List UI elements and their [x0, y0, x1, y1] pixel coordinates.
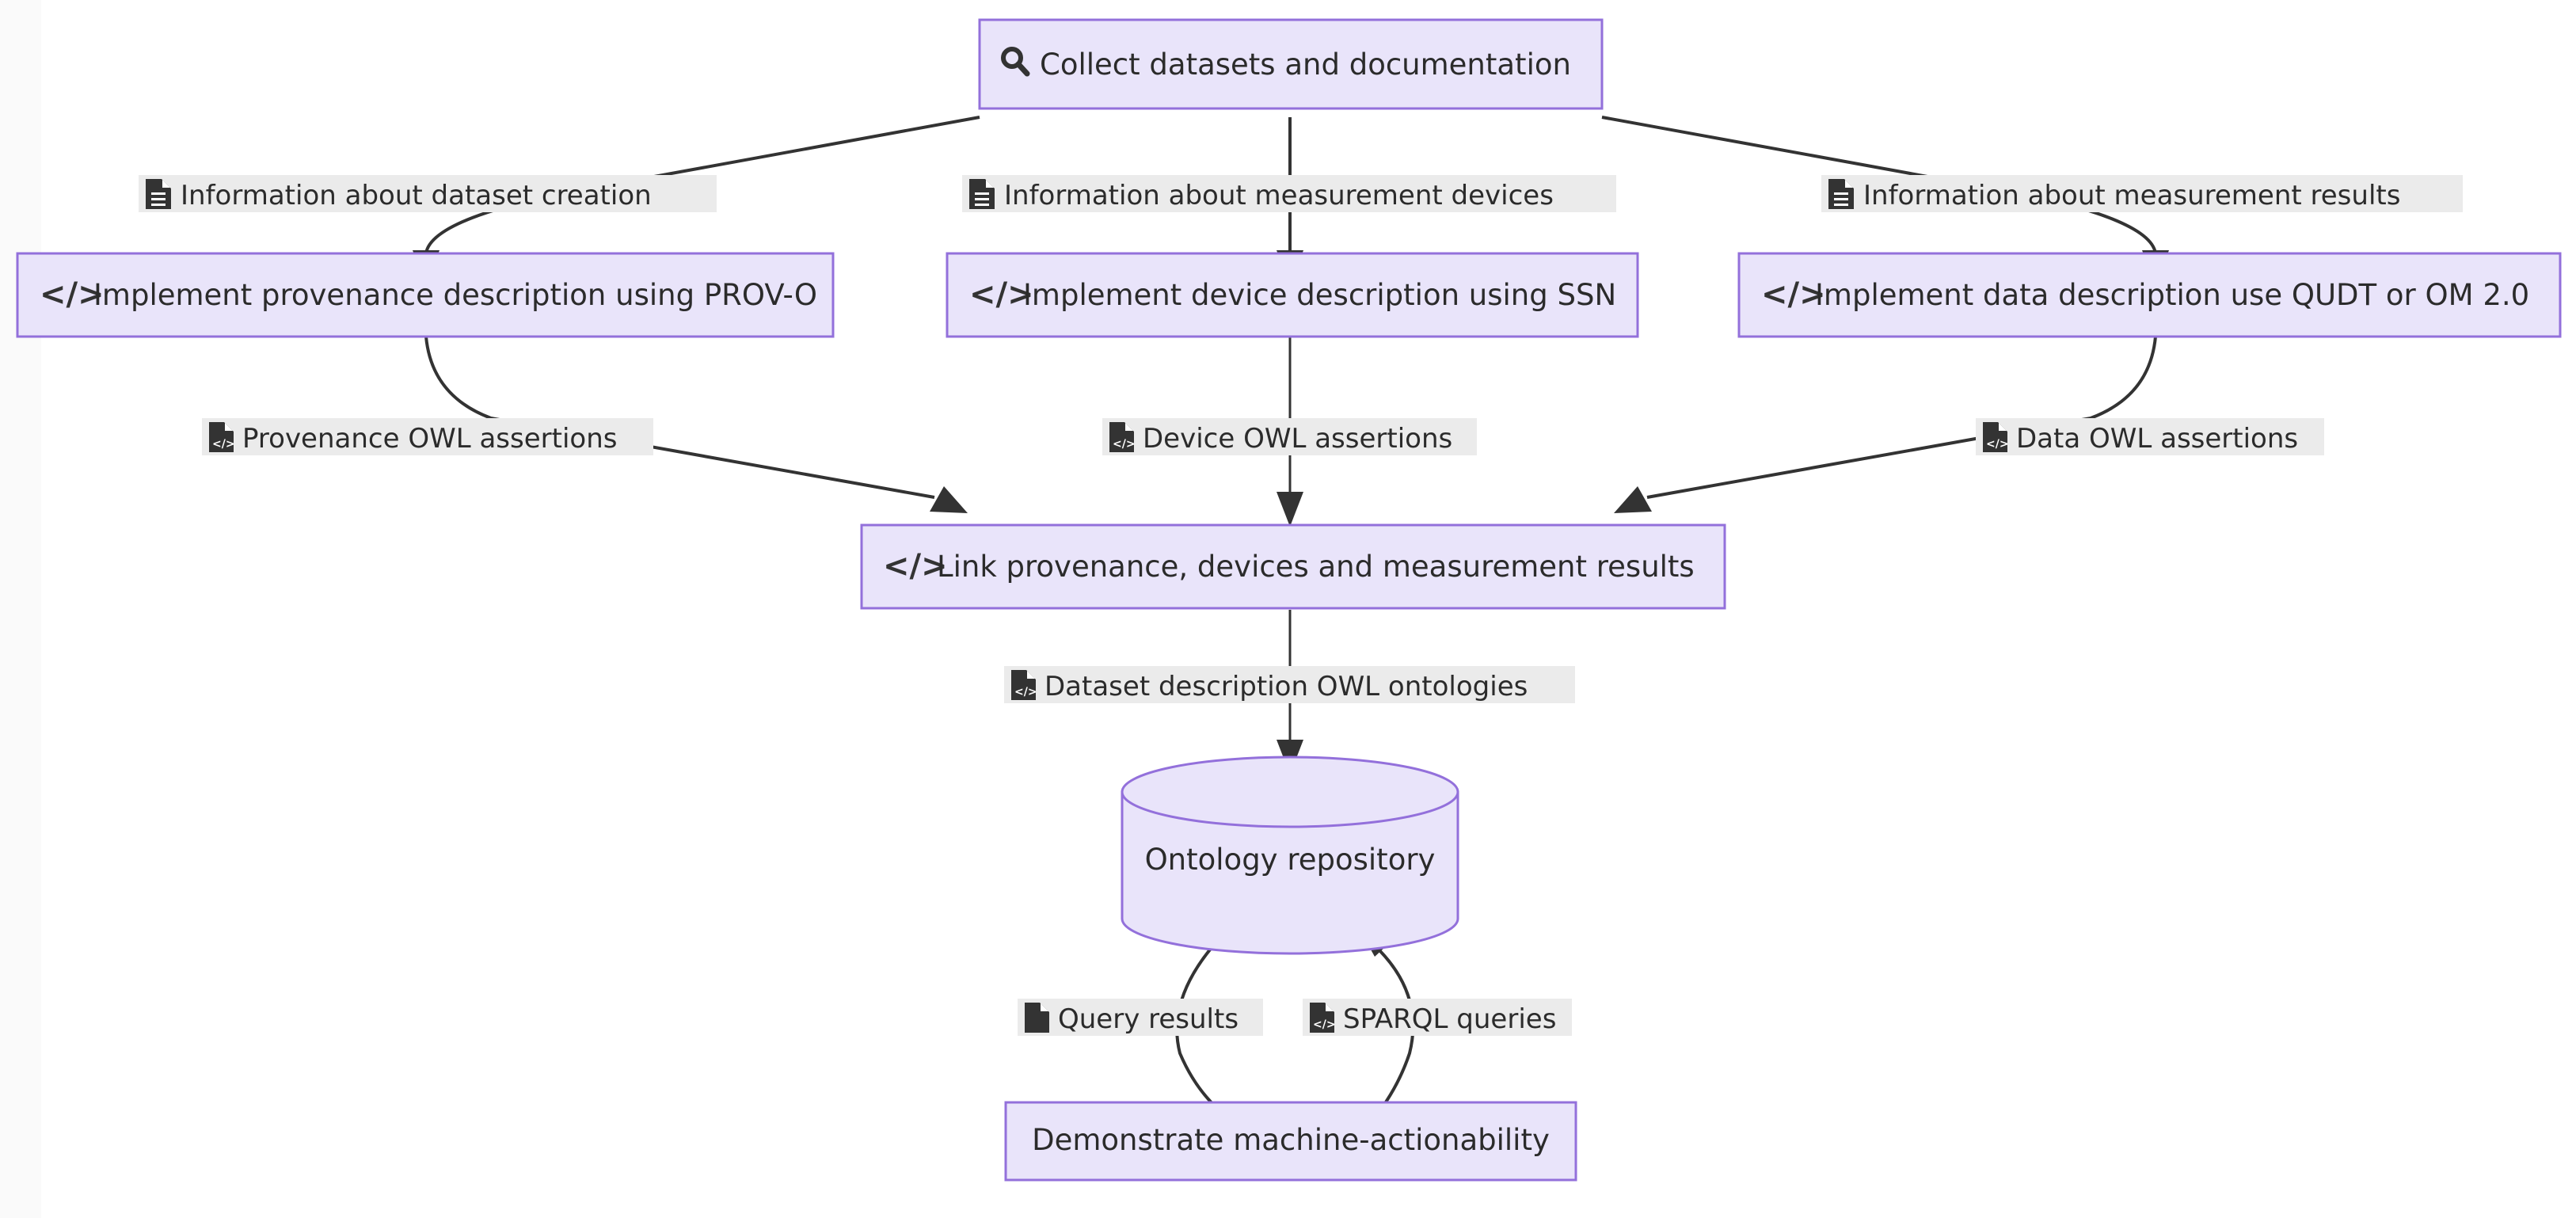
edge-label-dataset-description-owl-ontologies: </> Dataset description OWL ontologies — [1004, 666, 1575, 703]
svg-text:</>: </> — [1986, 438, 2009, 451]
node-label: Implement data description use QUDT or O… — [1815, 278, 2529, 312]
node-link-provenance[interactable]: </> Link provenance, devices and measure… — [860, 523, 1726, 610]
svg-text:</>: </> — [40, 276, 105, 313]
file-code-icon: </> — [1310, 1003, 1336, 1033]
node-label: Link provenance, devices and measurement… — [937, 550, 1695, 584]
node-label: Implement device description using SSN — [1023, 278, 1616, 312]
node-implement-provenance[interactable]: </> Implement provenance description usi… — [16, 252, 835, 338]
node-label: Collect datasets and documentation — [1040, 48, 1571, 82]
edge-label-text: Device OWL assertions — [1143, 423, 1452, 455]
edge-label-text: Information about measurement results — [1863, 180, 2400, 211]
code-icon: </> — [1761, 276, 1826, 313]
svg-text:</>: </> — [212, 438, 235, 451]
node-implement-device[interactable]: </> Implement device description using S… — [946, 252, 1639, 338]
edge-label-provenance-owl-assertions: </> Provenance OWL assertions — [202, 418, 653, 455]
svg-text:</>: </> — [1761, 276, 1826, 313]
edge-label-text: Provenance OWL assertions — [242, 423, 617, 455]
node-label: Demonstrate machine-actionability — [1032, 1123, 1550, 1157]
file-lines-icon — [969, 179, 995, 209]
code-icon: </> — [40, 276, 105, 313]
edge-label-information-dataset-creation: Information about dataset creation — [139, 175, 717, 212]
edge-label-text: SPARQL queries — [1343, 1003, 1556, 1035]
file-code-icon: </> — [209, 422, 235, 452]
edge-label-text: Information about dataset creation — [181, 180, 652, 211]
file-code-icon: </> — [1109, 422, 1136, 452]
svg-text:</>: </> — [969, 276, 1034, 313]
edge-label-text: Data OWL assertions — [2016, 423, 2298, 455]
canvas-left-gutter — [0, 0, 41, 1218]
svg-text:</>: </> — [1014, 686, 1037, 698]
svg-text:</>: </> — [1313, 1018, 1336, 1031]
file-blank-icon — [1025, 1003, 1049, 1033]
edge-label-information-measurement-results: Information about measurement results — [1821, 175, 2463, 212]
code-icon: </> — [883, 548, 948, 584]
file-code-icon: </> — [1983, 422, 2009, 452]
node-ontology-repository[interactable]: Ontology repository — [1121, 756, 1459, 955]
edge-label-information-measurement-devices: Information about measurement devices — [962, 175, 1616, 212]
edge-label-sparql-queries: </> SPARQL queries — [1303, 999, 1572, 1036]
edge-data-to-link — [1614, 336, 2157, 513]
edge-label-device-owl-assertions: </> Device OWL assertions — [1102, 418, 1477, 455]
code-icon: </> — [969, 276, 1034, 313]
file-lines-icon — [146, 179, 171, 209]
node-label: Ontology repository — [1145, 843, 1436, 877]
edge-device-to-link — [1277, 337, 1303, 527]
edge-prov-to-link — [424, 336, 968, 513]
svg-text:</>: </> — [883, 548, 948, 584]
svg-text:</>: </> — [1113, 438, 1136, 451]
search-icon — [1001, 47, 1030, 77]
edge-label-text: Query results — [1058, 1003, 1239, 1035]
edge-label-query-results: Query results — [1018, 999, 1263, 1036]
node-label: Implement provenance description using P… — [93, 278, 817, 312]
edge-label-text: Dataset description OWL ontologies — [1044, 671, 1528, 702]
file-lines-icon — [1828, 179, 1854, 209]
edge-label-text: Information about measurement devices — [1004, 180, 1554, 211]
node-collect-datasets[interactable]: Collect datasets and documentation — [978, 18, 1604, 110]
node-demonstrate-machine-actionability[interactable]: Demonstrate machine-actionability — [1004, 1101, 1577, 1182]
edge-label-data-owl-assertions: </> Data OWL assertions — [1976, 418, 2324, 455]
file-code-icon: </> — [1011, 670, 1037, 700]
node-implement-data[interactable]: </> Implement data description use QUDT … — [1737, 252, 2562, 338]
